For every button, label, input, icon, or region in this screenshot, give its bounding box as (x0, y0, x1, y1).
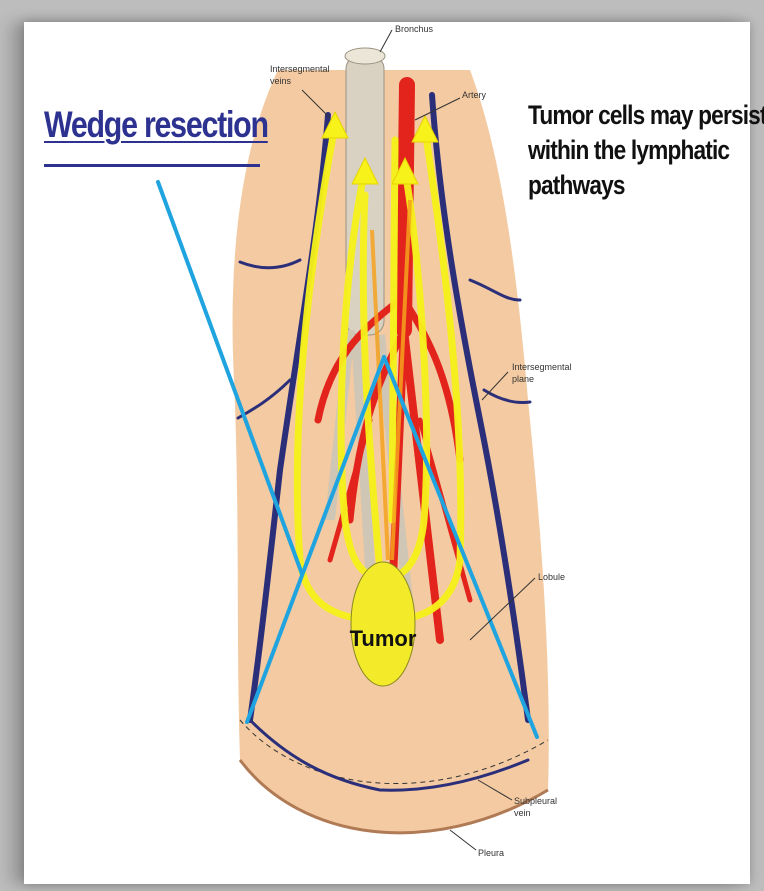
label-intersegmental-veins-1: Intersegmental (270, 64, 330, 74)
label-intersegmental-plane-1: Intersegmental (512, 362, 572, 372)
slide-note: Tumor cells may persist within the lymph… (528, 98, 725, 203)
note-line-1: Tumor cells may persist (528, 98, 725, 133)
label-lobule: Lobule (538, 572, 565, 582)
label-subpleural-vein-1: Subpleural (514, 796, 557, 806)
label-intersegmental-veins-2: veins (270, 76, 292, 86)
note-line-3: pathways (528, 168, 725, 203)
label-pleura: Pleura (478, 848, 504, 858)
title-underline (44, 164, 260, 167)
label-bronchus: Bronchus (395, 24, 434, 34)
tumor-mass (351, 562, 415, 686)
note-line-2: within the lymphatic (528, 133, 725, 168)
slide-title: Wedge resection (44, 104, 223, 146)
label-subpleural-vein-2: vein (514, 808, 531, 818)
label-intersegmental-plane-2: plane (512, 374, 534, 384)
tumor-label: Tumor (350, 626, 417, 651)
label-artery: Artery (462, 90, 487, 100)
